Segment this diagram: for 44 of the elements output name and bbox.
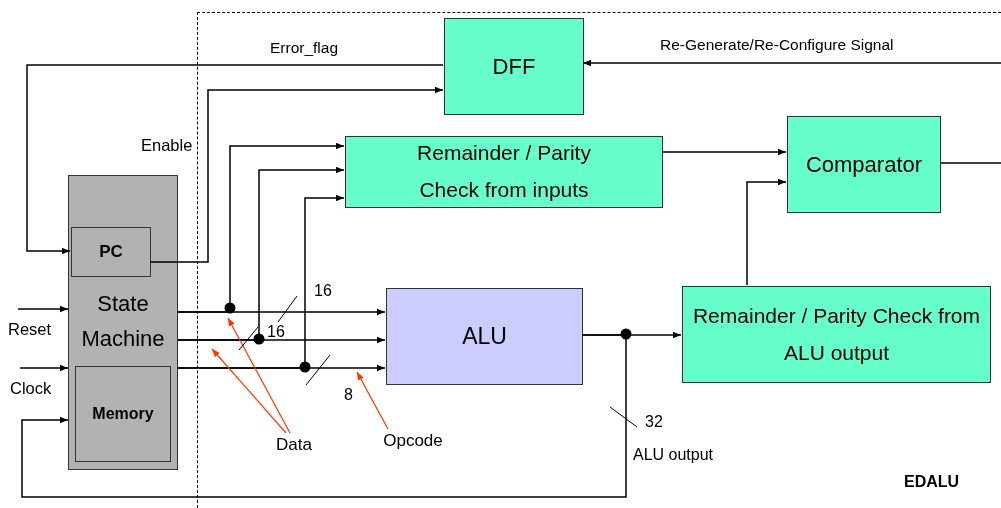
sub-block xyxy=(71,227,151,277)
leader-arrow xyxy=(211,348,287,434)
edge-label: Reset xyxy=(8,321,52,338)
connector-arrow xyxy=(21,334,627,498)
leader-arrow xyxy=(227,317,291,434)
connector-arrow xyxy=(19,364,69,372)
block-label: PC xyxy=(99,242,123,262)
box-label: ALU xyxy=(462,323,507,350)
box-label: Remainder / Parity Check from ALU output xyxy=(691,302,982,366)
connector-arrow xyxy=(661,148,787,156)
connector-arrow xyxy=(17,305,69,313)
block-label: Memory xyxy=(92,405,154,423)
edge-label: Error_flag xyxy=(270,40,339,56)
box-label: Remainder / Parity Check from inputs xyxy=(416,140,592,203)
process-box xyxy=(682,286,991,383)
edge-label: Enable xyxy=(141,137,193,154)
state-machine-block xyxy=(68,175,178,470)
sub-block xyxy=(75,366,171,462)
edge-label: 8 xyxy=(344,387,353,403)
connector-arrow xyxy=(177,166,345,341)
connector-arrow xyxy=(177,194,345,369)
process-box xyxy=(787,116,941,213)
callout-text: Opcode xyxy=(373,430,453,452)
edge-label: 16 xyxy=(314,283,332,299)
leader-arrow xyxy=(356,371,389,430)
connector-arrow xyxy=(582,59,1001,67)
signal-label: ALU output xyxy=(633,447,714,463)
callout-text: Data xyxy=(269,434,319,456)
edge-label: 16 xyxy=(267,324,285,340)
process-box xyxy=(345,136,663,208)
edge-label: Re-Generate/Re-Configure Signal xyxy=(660,37,894,53)
region-label: EDALU xyxy=(904,473,960,491)
block-label: State Machine xyxy=(80,290,166,354)
alu-box xyxy=(386,288,583,385)
edge-label: 32 xyxy=(645,414,663,430)
connector-arrow xyxy=(177,142,345,313)
edge-label: Clock xyxy=(10,380,52,397)
connector-arrow xyxy=(149,86,444,263)
box-label: DFF xyxy=(492,53,536,80)
process-box xyxy=(444,18,584,115)
connector-arrow xyxy=(746,178,787,286)
box-label: Comparator xyxy=(805,151,923,178)
dashed-boundary xyxy=(197,12,1001,508)
connector-arrow xyxy=(26,64,444,255)
